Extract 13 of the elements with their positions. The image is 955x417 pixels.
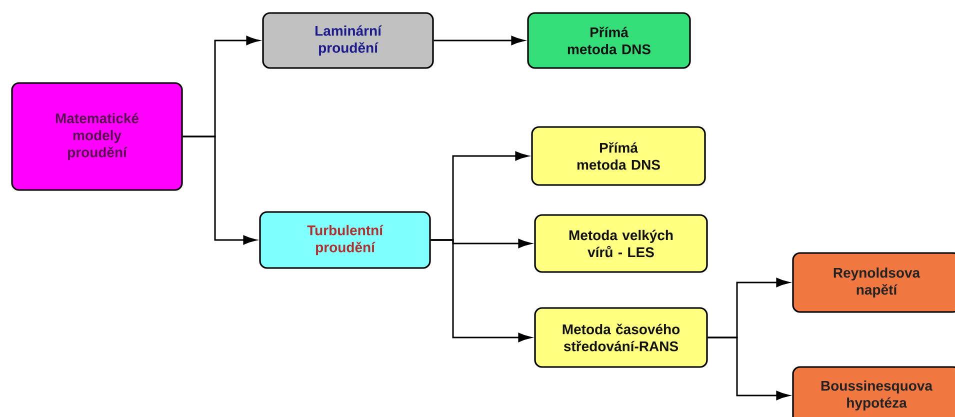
process-box: Matematické modely proudění [11,82,183,191]
arrow [430,239,532,342]
process-box: Reynoldsova napětí [792,252,955,313]
process-box: Metoda časového středování-RANS [534,307,708,368]
process-box: Boussinesquova hypotéza [792,366,955,417]
arrow [182,136,256,245]
process-box: Turbulentní proudění [259,211,431,269]
process-box: Metoda velkých vírů - LES [534,214,708,273]
process-box: Přímá metoda DNS [527,12,691,69]
arrow [434,36,524,46]
process-box: Přímá metoda DNS [531,126,706,186]
arrow [708,336,790,400]
process-box: Laminární proudění [262,12,434,69]
